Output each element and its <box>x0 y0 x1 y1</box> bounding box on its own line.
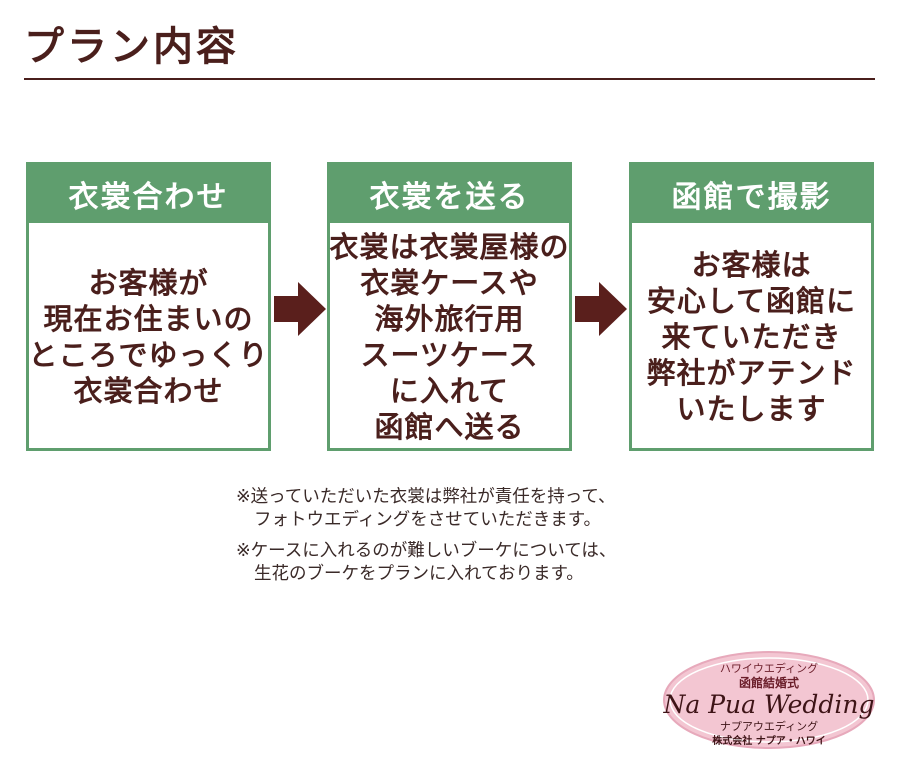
step-2-line: 函館へ送る <box>374 410 525 444</box>
step-3-header: 函館で撮影 <box>632 165 871 223</box>
note-line: 生花のブーケをプランに入れております。 <box>254 564 584 584</box>
step-1-line: お客様が <box>88 266 209 300</box>
note-line: フォトウエディングをさせていただきます。 <box>254 510 602 530</box>
step-2-line: に入れて <box>389 374 510 408</box>
note-item: ※ケースに入れるのが難しいブーケについては、 生花のブーケをプランに入れておりま… <box>236 540 616 586</box>
logo-katakana: ナプアウエディング <box>719 720 819 733</box>
logo-oval <box>663 651 875 749</box>
logo-company-name: 株式会社 ナプア・ハワイ <box>712 736 826 747</box>
step-3-line: いたします <box>676 392 827 426</box>
step-2-line: 衣裳ケースや <box>360 266 539 300</box>
logo-wordmark: Na Pua Wedding <box>663 690 875 719</box>
step-2-body: 衣裳は衣裳屋様の 衣裳ケースや 海外旅行用 スーツケース に入れて 函館へ送る <box>330 223 569 451</box>
step-3-body: お客様は 安心して函館に 来ていただき 弊社がアテンド いたします <box>632 223 871 451</box>
step-card-3: 函館で撮影 お客様は 安心して函館に 来ていただき 弊社がアテンド いたします <box>629 162 874 451</box>
step-1-body: お客様が 現在お住まいの ところでゆっくり 衣裳合わせ <box>29 223 268 451</box>
step-2-header: 衣裳を送る <box>330 165 569 223</box>
company-logo: ハワイウエディング 函館結婚式 Na Pua Wedding ナプアウエディング… <box>662 650 876 750</box>
note-line: ※ケースに入れるのが難しいブーケについては、 <box>236 541 617 561</box>
step-1-line: 衣裳合わせ <box>73 374 224 408</box>
notes: ※送っていただいた衣裳は弊社が責任を持って、 フォトウエディングをさせていただき… <box>236 486 616 594</box>
step-card-1: 衣裳合わせ お客様が 現在お住まいの ところでゆっくり 衣裳合わせ <box>26 162 271 451</box>
step-card-2: 衣裳を送る 衣裳は衣裳屋様の 衣裳ケースや 海外旅行用 スーツケース に入れて … <box>327 162 572 451</box>
step-3-line: 安心して函館に <box>646 284 857 318</box>
step-2-line: 衣裳は衣裳屋様の <box>329 230 570 264</box>
step-2-line: スーツケース <box>360 338 539 372</box>
arrow-right-icon <box>274 282 326 336</box>
page-title: プラン内容 <box>24 24 239 70</box>
step-3-line: 来ていただき <box>661 320 842 354</box>
step-1-header: 衣裳合わせ <box>29 165 268 223</box>
step-3-line: 弊社がアテンド <box>646 356 857 390</box>
step-1-line: 現在お住まいの <box>43 302 254 336</box>
logo-tagline-1: ハワイウエディング <box>719 662 819 675</box>
note-item: ※送っていただいた衣裳は弊社が責任を持って、 フォトウエディングをさせていただき… <box>236 486 616 532</box>
step-1-line: ところでゆっくり <box>28 338 269 372</box>
step-3-line: お客様は <box>691 248 812 282</box>
step-2-line: 海外旅行用 <box>374 302 525 336</box>
title-divider <box>24 78 875 80</box>
note-line: ※送っていただいた衣裳は弊社が責任を持って、 <box>236 487 616 507</box>
logo-tagline-2: 函館結婚式 <box>738 676 799 690</box>
arrow-right-icon <box>575 282 627 336</box>
